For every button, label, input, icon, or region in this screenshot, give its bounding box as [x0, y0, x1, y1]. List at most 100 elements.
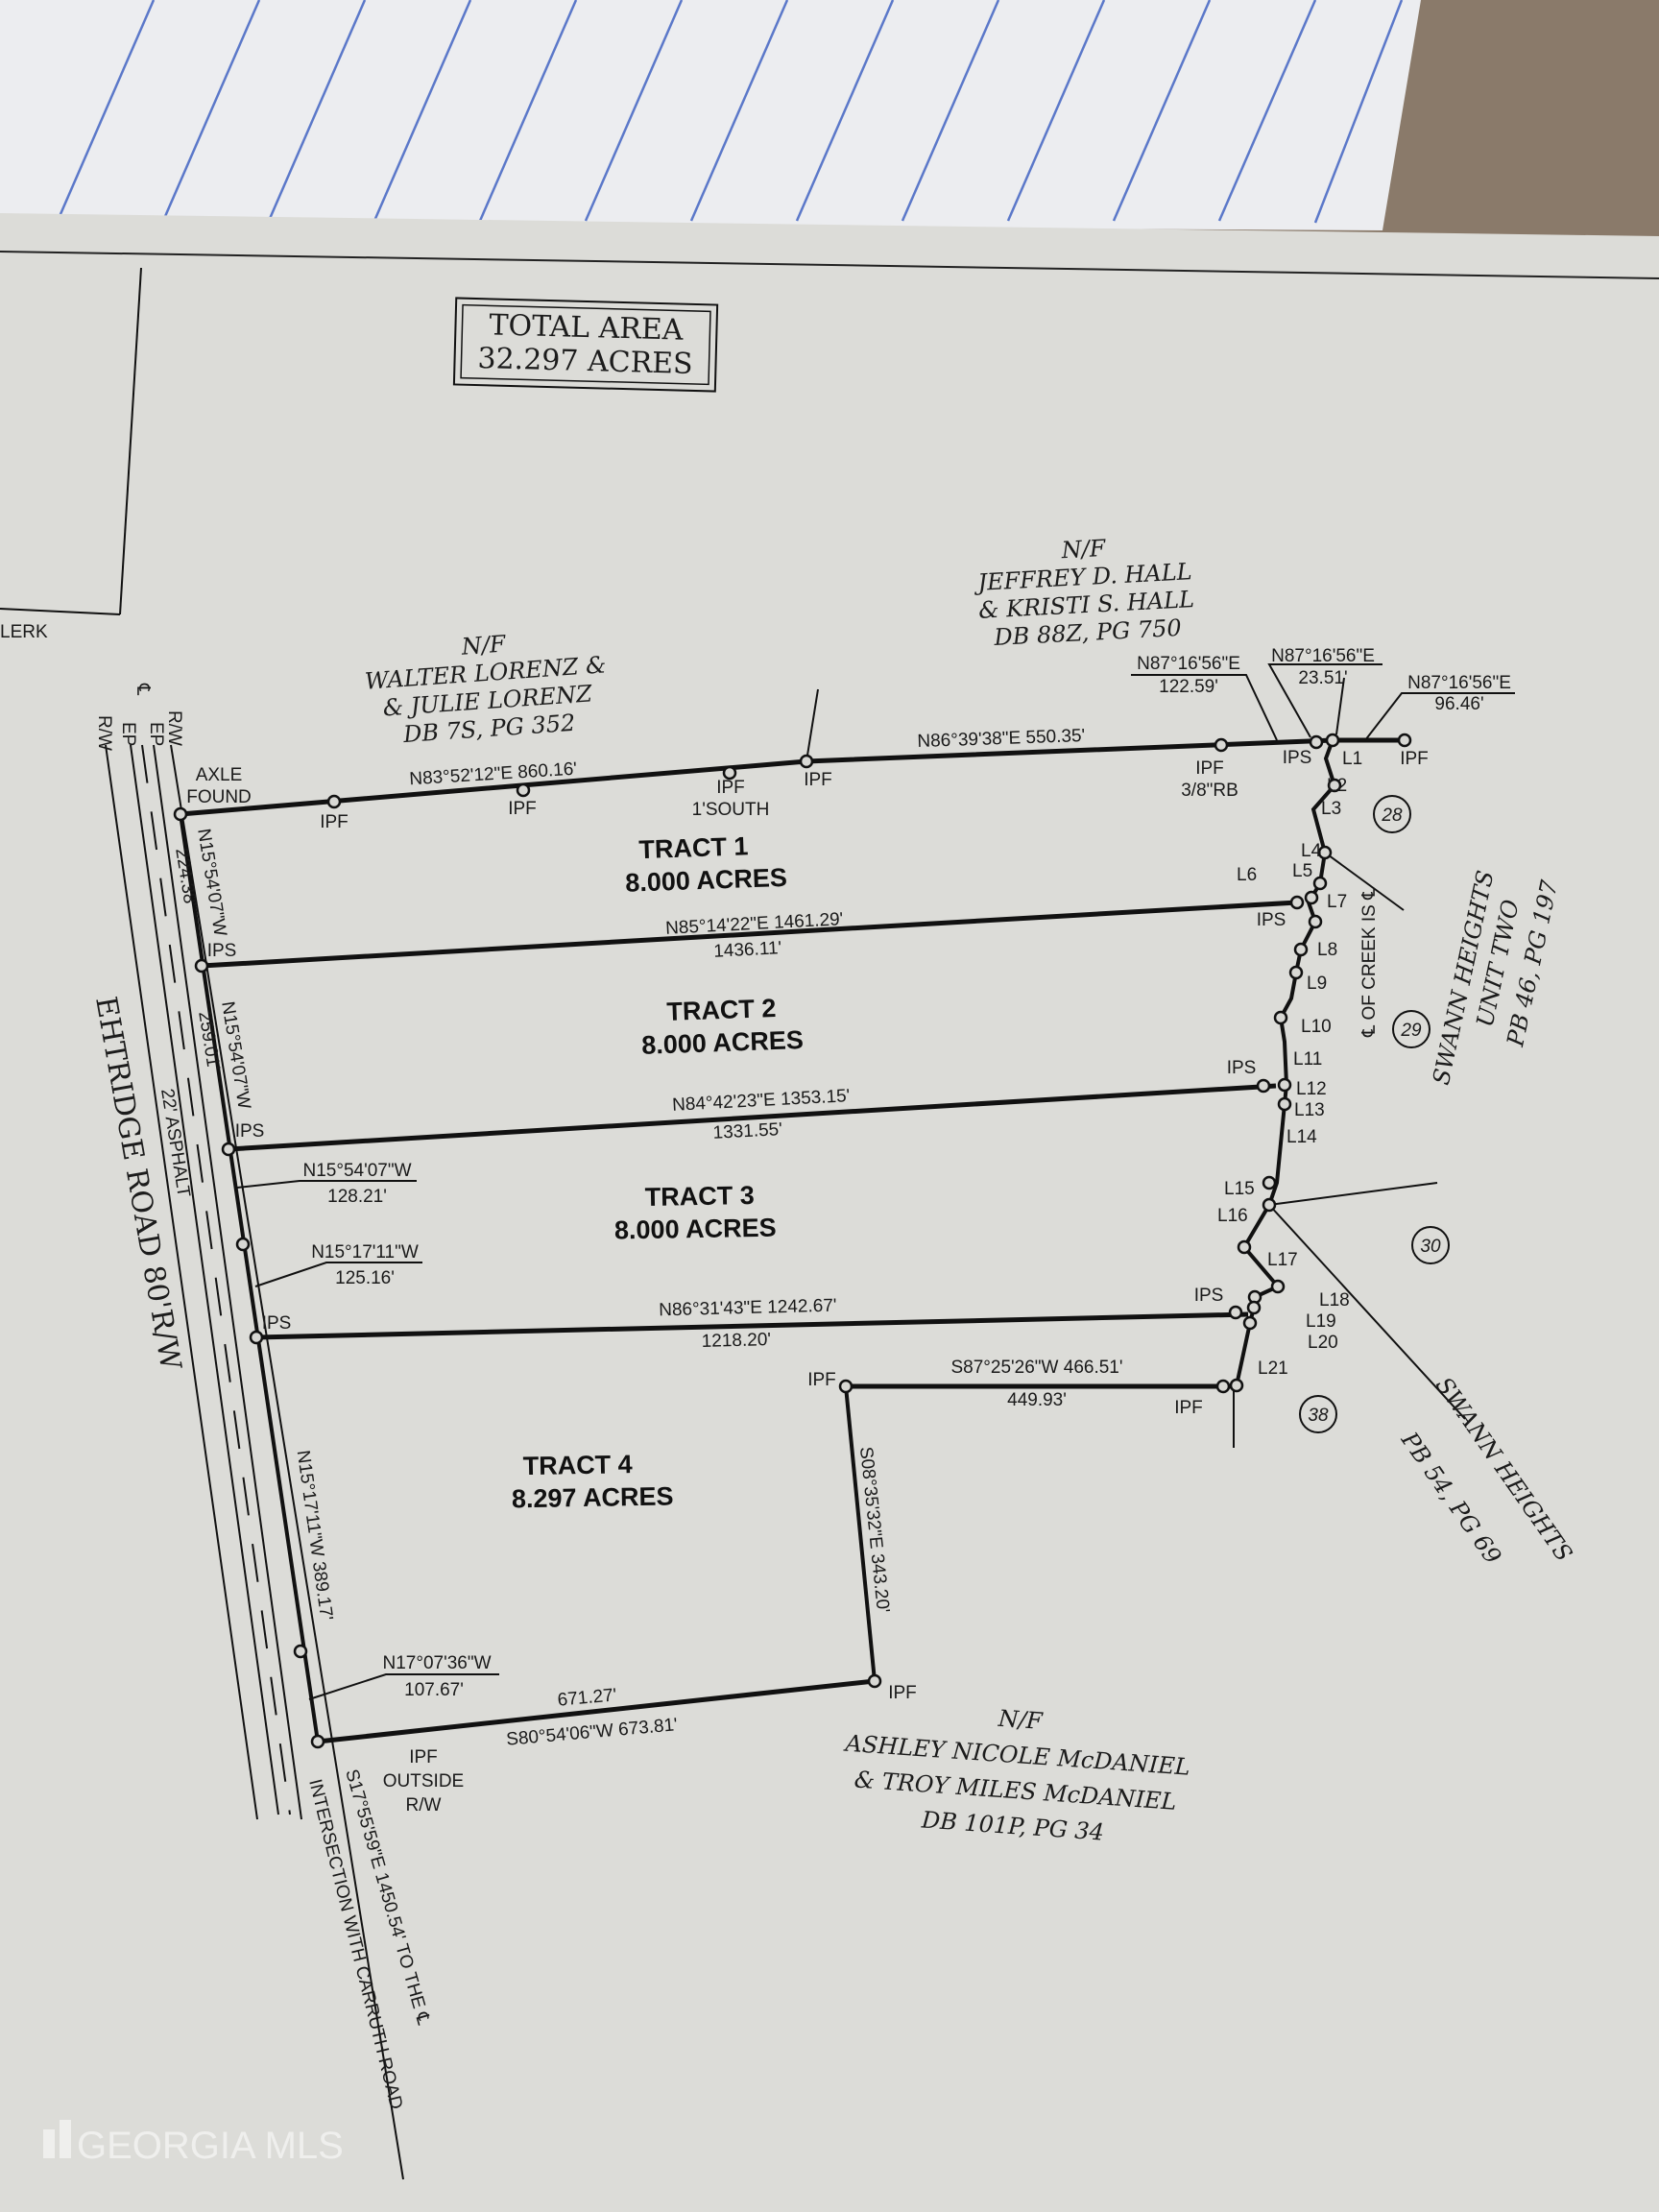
call-hall-b-bearing: N87°16'56"E	[1271, 646, 1375, 666]
ipf-label: IPF	[888, 1683, 917, 1703]
road-line-labels: R/W EP ℄ EP R/W	[94, 683, 184, 751]
creek-line-labels: L1 L2 L3 L4 L5 L6 L7 L8 L9 L10 L11 L12 L…	[1217, 749, 1362, 1379]
svg-text:L10: L10	[1301, 1017, 1332, 1037]
lot-28: 28	[1373, 795, 1411, 833]
plat-paper	[0, 213, 1659, 2212]
ipf-label: IPF	[807, 1370, 836, 1390]
rw-label: R/W	[94, 715, 114, 751]
svg-text:TRACT 2: TRACT 2	[666, 994, 777, 1026]
call-west-6-bearing: N17°07'36"W	[382, 1653, 491, 1673]
svg-text:L5: L5	[1292, 861, 1312, 881]
call-s87-bearing: S87°25'26"W 466.51'	[951, 1358, 1123, 1378]
ips-label: IPS	[1227, 1058, 1257, 1078]
ips-label: IPS	[262, 1313, 292, 1334]
adjoiner-hall: N/F JEFFREY D. HALL & KRISTI S. HALL DB …	[973, 535, 1195, 651]
ipf-label: IPF	[320, 812, 349, 832]
svg-text:L4: L4	[1301, 841, 1322, 861]
ep-label: EP	[118, 722, 138, 746]
svg-text:29: 29	[1400, 1021, 1422, 1041]
call-hall-a-dist: 122.59'	[1159, 677, 1218, 697]
ipf-label: IPF	[1400, 749, 1429, 769]
tract-1-2-line	[201, 900, 1298, 969]
road-centerline	[141, 744, 291, 1815]
tract-3-label: TRACT 38.000 ACRES	[614, 1181, 777, 1245]
svg-text:TRACT 1: TRACT 1	[638, 831, 749, 864]
monument-points	[173, 733, 1412, 1749]
svg-text:N/F: N/F	[997, 1705, 1045, 1735]
svg-text:L13: L13	[1294, 1100, 1325, 1120]
outside-label: OUTSIDE	[383, 1771, 464, 1791]
tract-2-label: TRACT 28.000 ACRES	[641, 994, 805, 1060]
watermark-text: GEORGIA MLS	[77, 2125, 344, 2167]
svg-text:N/F: N/F	[460, 630, 508, 660]
ips-label: IPS	[207, 941, 237, 961]
svg-text:8.000 ACRES: 8.000 ACRES	[625, 863, 788, 898]
s80-line	[317, 1678, 876, 1744]
svg-text:L17: L17	[1267, 1250, 1298, 1270]
svg-text:L18: L18	[1319, 1290, 1350, 1310]
notepad-lines	[56, 0, 1404, 224]
north-boundary	[180, 737, 1405, 817]
road-ep-west-line	[130, 744, 279, 1815]
call-t12-dist: 1436.11'	[713, 938, 782, 962]
clerk-label-fragment: LERK	[0, 622, 48, 642]
s08-line	[844, 1385, 877, 1682]
svg-text:L6: L6	[1237, 865, 1257, 885]
ipf-label: IPF	[409, 1747, 438, 1767]
ipf-label: IPF	[508, 799, 537, 819]
ipf-label: IPF	[1195, 758, 1224, 779]
svg-text:L20: L20	[1308, 1333, 1338, 1353]
ipf-label: IPF	[716, 778, 745, 798]
svg-text:L12: L12	[1296, 1079, 1327, 1099]
rw-label: R/W	[406, 1795, 442, 1815]
ep-label: EP	[146, 722, 166, 746]
svg-text:L19: L19	[1306, 1311, 1336, 1332]
svg-text:8.297 ACRES: 8.297 ACRES	[512, 1481, 674, 1513]
call-west-4-bearing: N15°17'11"W	[311, 1242, 419, 1262]
georgia-mls-watermark: GEORGIA MLS	[43, 2120, 344, 2167]
svg-text:L9: L9	[1307, 974, 1327, 994]
total-area-title: TOTAL AREA	[489, 308, 684, 347]
svg-text:8.000 ACRES: 8.000 ACRES	[641, 1025, 805, 1060]
notepad	[0, 0, 1421, 230]
svg-text:L1: L1	[1342, 749, 1362, 769]
ips-label: IPS	[235, 1121, 265, 1142]
call-t34-dist: 1218.20'	[701, 1330, 771, 1352]
svg-text:30: 30	[1420, 1237, 1441, 1257]
svg-text:L14: L14	[1286, 1127, 1317, 1147]
svg-text:L7: L7	[1327, 892, 1347, 912]
ips-label: IPS	[1283, 748, 1312, 768]
call-s87-dist: 449.93'	[1007, 1390, 1067, 1410]
road-ep-east-line	[153, 744, 302, 1820]
ipf-label: IPF	[1174, 1398, 1203, 1418]
svg-text:TRACT 4: TRACT 4	[522, 1450, 633, 1480]
svg-text:28: 28	[1381, 805, 1403, 826]
ipf-label: IPF	[804, 770, 832, 790]
svg-text:L2: L2	[1327, 776, 1347, 796]
found-label: FOUND	[186, 787, 252, 807]
ips-label: IPS	[1257, 910, 1286, 930]
callout-leaders	[236, 663, 1515, 1700]
call-west-3-bearing: N15°54'07"W	[302, 1161, 411, 1181]
svg-text:L8: L8	[1317, 940, 1337, 960]
svg-text:L3: L3	[1321, 799, 1341, 819]
call-hall-c-dist: 96.46'	[1434, 694, 1483, 714]
adjoiner-lorenz: N/F WALTER LORENZ & & JULIE LORENZ DB 7S…	[364, 630, 607, 748]
call-hall-a-bearing: N87°16'56"E	[1137, 654, 1240, 674]
tract-2-3-line	[228, 1083, 1277, 1152]
cl-label: ℄	[132, 683, 153, 696]
svg-text:L21: L21	[1258, 1358, 1288, 1379]
lot-30: 30	[1411, 1226, 1450, 1264]
svg-text:L11: L11	[1293, 1049, 1322, 1070]
call-hall-b-dist: 23.51'	[1298, 668, 1347, 688]
svg-text:8.000 ACRES: 8.000 ACRES	[614, 1214, 777, 1245]
ips-label: IPS	[1194, 1286, 1224, 1306]
svg-text:TRACT 3: TRACT 3	[644, 1181, 755, 1212]
border-line	[0, 251, 1659, 279]
ehtridge-road	[105, 744, 404, 2180]
tract-3-4-line	[255, 1311, 1249, 1340]
road-rw-east-line	[170, 744, 404, 2180]
call-t34-bearing: N86°31'43"E 1242.67'	[659, 1296, 837, 1321]
total-area-value: 32.297 ACRES	[477, 342, 693, 381]
